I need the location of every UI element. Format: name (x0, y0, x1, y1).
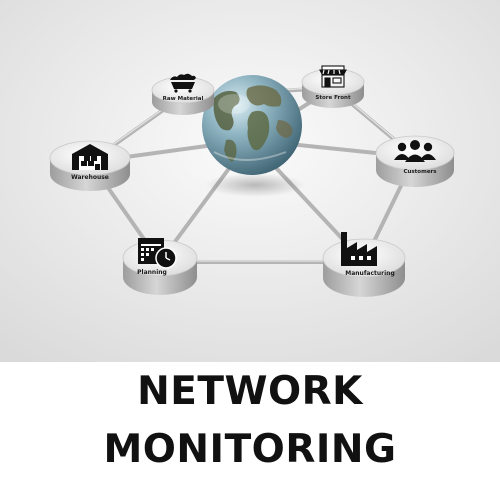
node-raw-material-label: Raw Material (163, 96, 204, 102)
node-store-front-label: Store Front (315, 95, 351, 101)
node-store-front[interactable]: Store Front (301, 65, 365, 108)
node-customers-label: Customers (403, 169, 437, 175)
title-line-2: MONITORING (103, 427, 397, 472)
network-illustration: Raw Material Store Front (0, 0, 500, 362)
storefront-icon (319, 65, 347, 88)
warehouse-icon (72, 144, 108, 170)
node-planning-label: Planning (137, 269, 167, 276)
title-line-1: NETWORK (137, 369, 363, 414)
node-warehouse[interactable]: Warehouse (49, 140, 131, 191)
mine-cart-icon (170, 73, 196, 93)
factory-icon (341, 232, 377, 266)
globe-icon (202, 75, 302, 175)
node-planning[interactable]: Planning (122, 238, 198, 295)
node-warehouse-label: Warehouse (71, 174, 109, 181)
node-manufacturing[interactable]: Manufacturing (322, 232, 406, 297)
customers-icon (394, 140, 436, 162)
calendar-clock-icon (138, 238, 177, 269)
node-manufacturing-label: Manufacturing (345, 270, 395, 277)
node-raw-material[interactable]: Raw Material (151, 73, 215, 115)
node-customers[interactable]: Customers (375, 135, 455, 187)
